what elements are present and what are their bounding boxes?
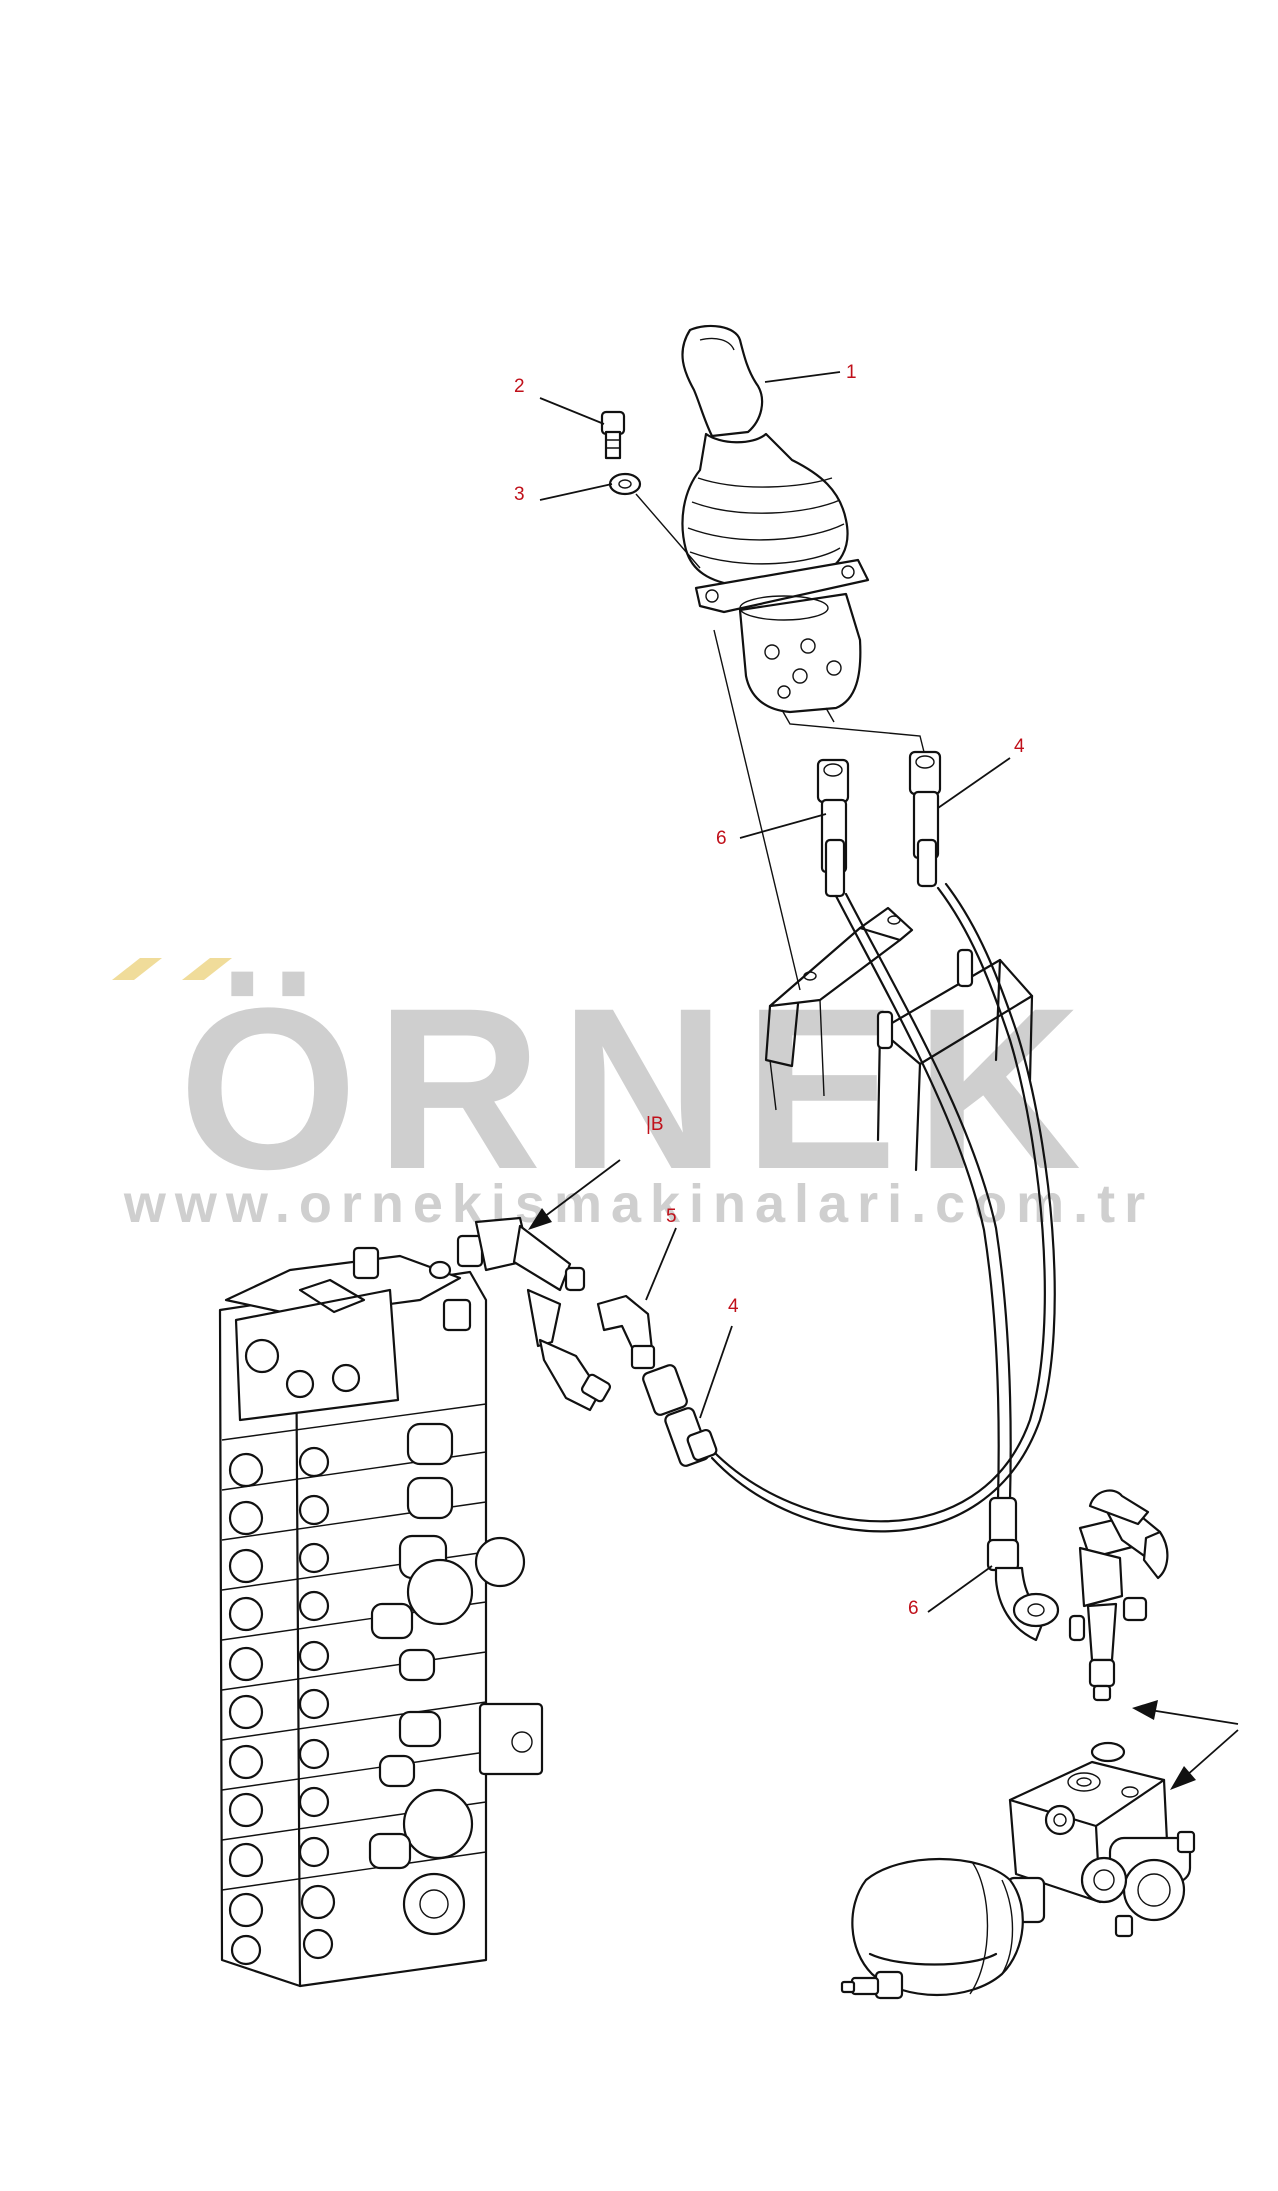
valve-tee-fitting	[428, 1216, 656, 1412]
bolt	[600, 410, 626, 436]
washer	[608, 472, 642, 496]
fitting-4-lower	[642, 1364, 718, 1467]
callout-5: 5	[666, 1206, 677, 1227]
joystick-base	[738, 592, 862, 714]
watermark: ÖRNEK www.ornekismakinalari.com.tr	[112, 958, 1154, 1234]
callout-1: 1	[846, 362, 857, 383]
joystick-boot	[681, 432, 849, 588]
watermark-brand: ÖRNEK	[179, 960, 1100, 1217]
callout-3: 3	[514, 484, 525, 505]
callout-2: 2	[514, 376, 525, 397]
hose-6	[834, 894, 1000, 1502]
control-valve	[218, 1246, 544, 1988]
callouts: 1 2 3 4 6 |B 5 4 6	[514, 362, 1025, 1619]
joystick-handle	[681, 324, 764, 438]
accumulator-sphere	[840, 1858, 1046, 2000]
hose-4	[710, 886, 1046, 1523]
arrow-b	[539, 1159, 621, 1221]
hoses	[710, 882, 1056, 1533]
joystick-fittings	[781, 707, 942, 898]
bolt-and-washer	[600, 410, 801, 991]
watermark-accent-left	[112, 958, 162, 980]
accumulator-assembly	[840, 1489, 1196, 2000]
pointer-arrows	[528, 1159, 1239, 1790]
mounting-bracket	[764, 906, 1034, 1172]
o-ring	[1090, 1741, 1126, 1763]
valve-sections	[221, 1403, 487, 1966]
joystick-assembly	[681, 324, 870, 714]
arrow-to-block	[1185, 1729, 1239, 1777]
callout-6-lower: 6	[908, 1598, 919, 1619]
callout-6-top: 6	[716, 828, 727, 849]
callout-4-top: 4	[1014, 736, 1025, 757]
callout-b: |B	[646, 1114, 664, 1135]
arrow-to-fitting	[1149, 1709, 1239, 1725]
callout-4-lower: 4	[728, 1296, 739, 1317]
watermark-url: www.ornekismakinalari.com.tr	[123, 1174, 1154, 1234]
fitting-4-top	[908, 750, 942, 796]
watermark-accent-right	[182, 958, 232, 980]
valve-side-fittings	[368, 1422, 544, 1936]
fitting-6-top	[816, 758, 850, 804]
